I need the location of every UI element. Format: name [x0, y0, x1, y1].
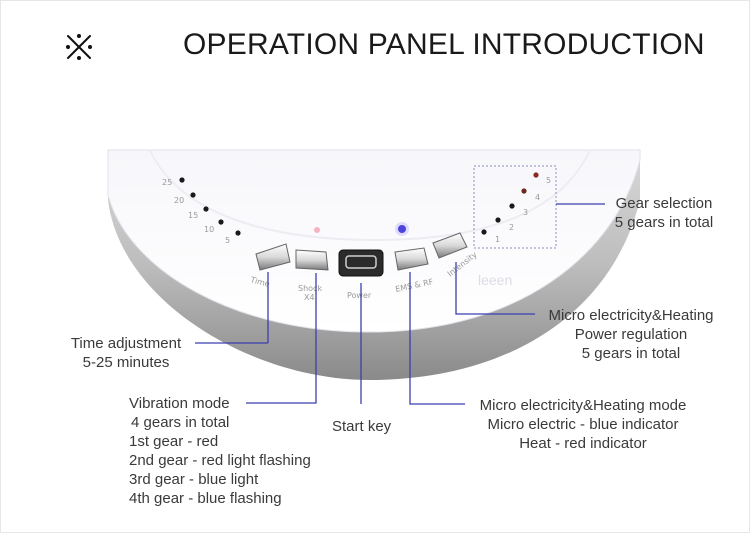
svg-text:5: 5 — [546, 176, 551, 185]
time-adjustment-callout: Time adjustment 5-25 minutes — [58, 334, 194, 372]
left-scale-dots — [179, 177, 241, 236]
vibration-gear-1: 1st gear - red — [129, 433, 219, 450]
time-adjustment-title: Time adjustment — [70, 335, 182, 352]
right-scale-dots — [481, 172, 539, 235]
blue-indicator-light — [398, 225, 406, 233]
power-regulation-subtitle: Power regulation — [574, 326, 688, 343]
gear-selection-box — [473, 165, 557, 249]
shock-button — [295, 249, 329, 271]
heating-mode-title: Micro electricity&Heating mode — [479, 397, 687, 414]
power-regulation-count: 5 gears in total — [581, 345, 681, 362]
time-adjustment-range: 5-25 minutes — [82, 354, 170, 371]
heating-mode-blue: Micro electric - blue indicator — [487, 416, 679, 433]
vibration-gear-4: 4th gear - blue flashing — [129, 490, 282, 507]
vibration-mode-count: 4 gears in total — [131, 414, 230, 431]
gear-selection-callout: Gear selection 5 gears in total — [605, 194, 723, 232]
ems-rf-button — [394, 247, 429, 271]
left-scale-labels: 25 20 15 10 5 — [162, 178, 230, 245]
time-button — [255, 243, 291, 271]
svg-text:10: 10 — [204, 225, 214, 234]
heating-mode-callout: Micro electricity&Heating mode Micro ele… — [466, 396, 700, 453]
watermark: leeen — [478, 272, 512, 288]
vibration-gear-2: 2nd gear - red light flashing — [129, 452, 311, 469]
svg-text:15: 15 — [188, 211, 198, 220]
svg-text:5: 5 — [225, 236, 230, 245]
right-scale-labels: 1 2 3 4 5 — [495, 176, 551, 244]
vibration-mode-callout: Vibration mode 4 gears in total 1st gear… — [129, 394, 311, 508]
start-key-callout: Start key — [332, 418, 392, 435]
heating-mode-red: Heat - red indicator — [519, 435, 647, 452]
intensity-button — [432, 232, 468, 259]
svg-text:3: 3 — [523, 208, 528, 217]
power-regulation-callout: Micro electricity&Heating Power regulati… — [538, 306, 724, 363]
vibration-gear-3: 3rd gear - blue light — [129, 471, 259, 488]
power-button — [338, 249, 384, 277]
power-button-label: Power — [347, 291, 372, 300]
svg-text:25: 25 — [162, 178, 172, 187]
gear-selection-count: 5 gears in total — [614, 214, 714, 231]
svg-text:1: 1 — [495, 235, 500, 244]
gear-selection-title: Gear selection — [615, 195, 713, 212]
page-title: OPERATION PANEL INTRODUCTION — [183, 28, 705, 61]
svg-text:2: 2 — [509, 223, 514, 232]
svg-text:4: 4 — [535, 193, 540, 202]
shock-button-sublabel: X4 — [304, 293, 315, 302]
power-regulation-title: Micro electricity&Heating — [548, 307, 714, 324]
shock-button-label: Shock — [298, 284, 322, 293]
svg-text:20: 20 — [174, 196, 184, 205]
asterisk-cross-icon — [66, 34, 92, 60]
vibration-mode-title: Vibration mode — [129, 395, 230, 412]
red-indicator-light — [314, 227, 320, 233]
